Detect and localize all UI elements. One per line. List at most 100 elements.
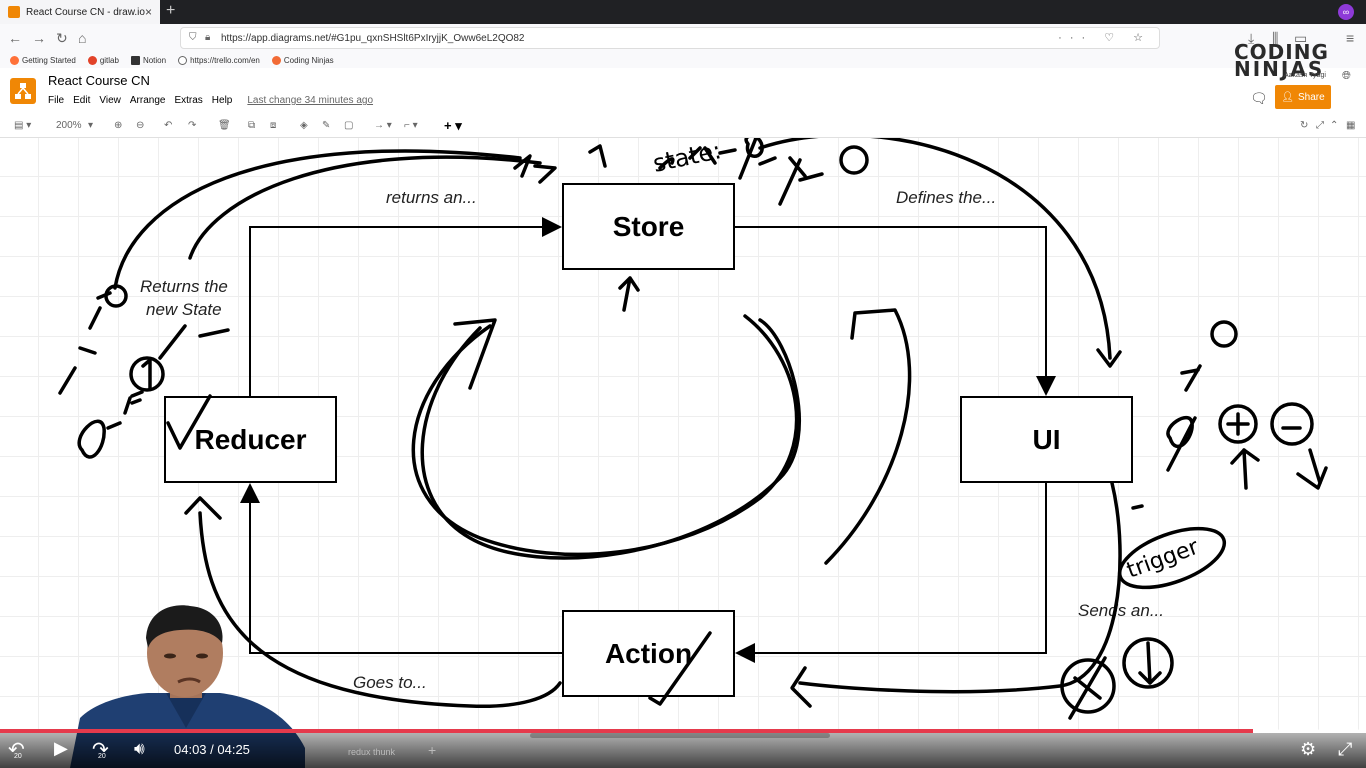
back-icon[interactable]: ← [8,30,22,46]
to-back-icon[interactable]: ⧈ [270,120,277,131]
store-node[interactable]: Store [562,183,735,270]
logo-line2: NINJAS [1234,57,1325,81]
edge-reducer-to-store[interactable] [249,217,562,396]
ink-right-arc [824,308,912,565]
tab-title: React Course CN - draw.io [26,6,145,18]
url-actions[interactable]: ··· ♡ ☆ [1058,32,1151,44]
bookmarks-bar: Getting Started gitlab Notion https://tr… [0,52,1366,68]
edge-label-returns-state-line2[interactable]: new State [146,300,222,319]
video-progress-bar[interactable] [0,729,1366,733]
bookmark-item[interactable]: Getting Started [10,55,76,65]
redo-icon[interactable]: ↷ [188,120,197,131]
downloads-icon[interactable]: ⤓ [1248,30,1255,46]
reload-icon[interactable]: ↻ [56,30,68,46]
ink-minus-circle [1270,402,1314,446]
tab-close-icon[interactable]: × [144,5,152,19]
ink-crossed-circle [1060,658,1116,714]
last-change-link[interactable]: Last change 34 minutes ago [247,95,374,106]
menu-file[interactable]: File [48,95,65,106]
ink-arrow-up-store [618,276,640,312]
menu-edit[interactable]: Edit [73,95,91,106]
comment-icon[interactable]: 🗨︎ [1250,90,1268,106]
zoom-in-icon[interactable]: ⊕ [114,120,123,131]
bookmark-item[interactable]: gitlab [87,55,119,65]
add-page-icon[interactable]: + [428,742,437,758]
ink-arrowhead-cycle [453,318,497,390]
globe-icon [178,55,188,65]
edge-label-defines[interactable]: Defines the... [896,188,997,207]
menu-arrange[interactable]: Arrange [129,95,166,106]
fill-color-icon[interactable]: ◈ [300,120,308,131]
menu-help[interactable]: Help [211,95,233,106]
background-sheet-tab[interactable]: redux thunk [348,747,396,757]
ink-state-text [658,146,737,170]
share-label: Share [1298,91,1325,103]
share-button[interactable]: 👤︎ Share [1275,85,1331,109]
shadow-icon[interactable]: ▢ [344,120,354,131]
fullscreen-icon[interactable]: ⤢ [1316,120,1324,131]
url-bar[interactable]: ⛉ 🔒︎ https://app.diagrams.net/#G1pu_qxnS… [180,27,1160,49]
new-tab-button[interactable]: + [166,2,176,19]
action-node[interactable]: Action [562,610,735,697]
forward-icon[interactable]: → [32,30,46,46]
refresh-icon[interactable]: ↻ [1300,120,1309,131]
gitlab-icon [87,55,97,65]
to-front-icon[interactable]: ⧉ [248,120,256,131]
bookmark-item[interactable]: https://trello.com/en [178,55,260,65]
edge-label-goes-to[interactable]: Goes to... [353,673,427,692]
store-label: Store [612,210,685,242]
diagram-toolbar: ▤ ▾ 200% ▾ ⊕ ⊖ ↶ ↷ 🗑︎ ⧉ ⧈ ◈ ✎ ▢ → ▾ ⌐ ▾ … [0,116,1366,138]
rewind-icon[interactable]: ↶ [8,739,25,761]
rewind-seconds: 20 [14,753,22,760]
format-toggle-icon[interactable]: ▦ [1346,120,1356,131]
zoom-dropdown-icon[interactable]: ▾ [88,120,94,131]
line-color-icon[interactable]: ✎ [322,120,331,131]
ink-check-reducer [166,394,212,450]
edge-ui-to-action[interactable] [735,483,1047,663]
insert-icon[interactable]: + ▾ [444,118,462,133]
menu-view[interactable]: View [99,95,121,106]
browser-tab-active[interactable]: React Course CN - draw.io × [0,0,160,24]
waypoints-icon[interactable]: ⌐ ▾ [404,120,418,131]
edge-action-to-reducer[interactable] [240,483,562,654]
menu-icon[interactable]: ≡ [1346,30,1355,46]
play-icon[interactable]: ▶ [54,738,68,758]
ink-plus-circle [1218,404,1258,444]
edge-store-to-ui[interactable] [735,226,1056,396]
zoom-out-icon[interactable]: ⊖ [136,120,145,131]
collapse-icon[interactable]: ⌃ [1330,120,1339,131]
zoom-level[interactable]: 200% [56,120,82,131]
library-icon[interactable]: ⫼ [1272,30,1279,46]
document-title[interactable]: React Course CN [48,73,150,88]
ink-ui-send-loop [798,481,1122,694]
coding-ninjas-icon [271,55,281,65]
ink-dash-note [198,328,230,338]
ink-arrowhead-action [790,666,812,708]
author-name: Aakash Tyagi [1284,72,1326,79]
ui-node[interactable]: UI [960,396,1133,483]
delete-icon[interactable]: 🗑︎ [218,120,231,131]
language-globe-icon[interactable]: 🌐︎ [1342,70,1351,82]
edge-label-sends[interactable]: Sends an... [1078,601,1165,620]
edge-label-returns-state-line1[interactable]: Returns the [140,277,228,296]
forward-icon[interactable]: ↷ [92,739,109,761]
bookmark-item[interactable]: Coding Ninjas [271,55,334,65]
action-label: Action [604,637,693,669]
lock-icon: 🔒︎ [205,32,211,43]
diagram-canvas[interactable]: Store UI Action Reducer returns an... De… [0,138,1366,730]
settings-gear-icon[interactable]: ⚙ [1300,739,1317,759]
bookmark-item[interactable]: Notion [130,55,166,65]
undo-icon[interactable]: ↶ [164,120,173,131]
connection-icon[interactable]: → ▾ [374,120,392,131]
sidebar-icon[interactable]: ▭ [1294,30,1308,46]
fullscreen-expand-icon[interactable]: ⤢ [1338,739,1353,759]
reducer-node[interactable]: Reducer [164,396,337,483]
ink-big-cycle-left-2 [420,318,802,560]
menu-extras[interactable]: Extras [174,95,203,106]
ink-arrowhead-reducer [184,496,222,520]
ink-reducer-return-loop [198,511,562,708]
home-icon[interactable]: ⌂ [78,30,87,46]
edge-label-returns[interactable]: returns an... [386,188,477,207]
format-panel-icon[interactable]: ▤ ▾ [14,120,32,131]
volume-icon[interactable]: 🔊︎ [134,739,145,758]
